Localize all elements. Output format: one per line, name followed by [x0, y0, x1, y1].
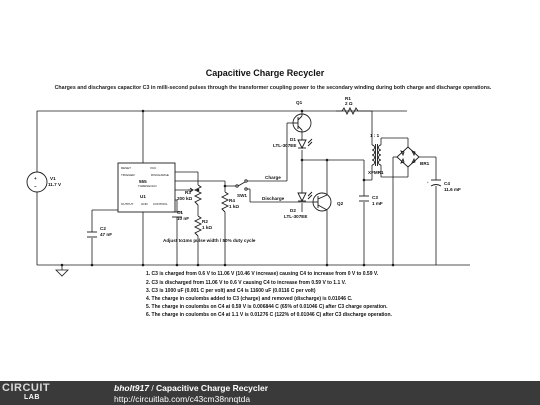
r4-resistor[interactable]: R4 1 kΩ [220, 191, 239, 213]
r1-resistor[interactable]: R1 2 Ω [341, 96, 359, 116]
u1-name: U1 [140, 194, 146, 199]
u1-part: 555 [139, 179, 147, 184]
transistor-icon [292, 113, 312, 133]
c2-value: 47 nF [100, 232, 112, 237]
note-item: 3. C3 is 1000 uF (0.001 C per volt) and … [146, 288, 316, 294]
r1-name: R1 [345, 96, 351, 101]
c4-capacitor[interactable]: + C4 11.6 mF [427, 179, 461, 192]
q2-name: Q2 [337, 201, 344, 206]
pin-output: OUTPUT [121, 202, 134, 206]
c1-name: C1 [177, 210, 183, 215]
sw1-name: SW1 [237, 193, 247, 198]
circuit-title-link[interactable]: Capacitive Charge Recycler [156, 383, 269, 393]
c4-name: C4 [444, 181, 450, 186]
pin-reset: RESET [121, 166, 131, 170]
page-subtitle: Charges and discharges capacitor C3 in m… [55, 85, 492, 91]
r2-value: 1 kΩ [202, 225, 212, 230]
v1-name: V1 [50, 176, 56, 181]
br1-name: BR1 [420, 161, 430, 166]
xfmr1-transformer[interactable]: 1 : 1 XFMR1 [368, 133, 384, 175]
c2-name: C2 [100, 226, 106, 231]
d2-name: D2 [290, 208, 296, 213]
note-item: 4. The charge in coulombs added to C3 (c… [146, 296, 353, 302]
footer-separator: / [148, 383, 157, 393]
transistor-icon [312, 192, 332, 212]
pin-trigger: TRIGGER [121, 173, 136, 177]
r1-value: 2 Ω [345, 101, 353, 106]
xfmr1-name: XFMR1 [368, 170, 384, 175]
r2-name: R2 [202, 219, 208, 224]
c1-capacitor[interactable]: C1 10 nF [172, 210, 189, 221]
c2-capacitor[interactable]: C2 47 nF [87, 226, 112, 238]
wires [36, 110, 470, 277]
note-item: 5. The charge in coulombs on C4 at 0.59 … [146, 304, 388, 310]
voltage-source-icon [26, 171, 48, 193]
notes-list: 1. C3 is charged from 0.6 V to 11.06 V (… [146, 271, 393, 318]
ic-body [117, 162, 176, 213]
d2-part: LTL-307EE [284, 214, 307, 219]
note-item: 1. C3 is charged from 0.6 V to 11.06 V (… [146, 271, 379, 277]
d1-part: LTL-307EE [273, 143, 296, 148]
r3-potentiometer[interactable]: R3 200 kΩ [177, 184, 203, 206]
xfmr1-ratio: 1 : 1 [370, 133, 380, 138]
r3-value: 200 kΩ [177, 196, 192, 201]
c3-value: 1 mF [372, 201, 383, 206]
footer-bar: CIRCUIT LAB bholt917 / Capacitive Charge… [0, 381, 540, 405]
note-item: 2. C3 is discharged from 11.06 V to 0.6 … [146, 280, 347, 286]
adjust-note: Adjust to1ms pulse width / 50% duty cycl… [163, 238, 256, 243]
c3-capacitor[interactable]: C3 1 mF [359, 195, 383, 206]
svg-text:+: + [427, 180, 429, 184]
pin-gnd: GND [141, 202, 149, 206]
pin-control: CONTROL [153, 202, 168, 206]
logo-text-bottom: LAB [24, 394, 40, 401]
v1-value: 11.7 V [48, 182, 62, 187]
svg-text:+: + [34, 176, 37, 181]
junction-dots [60, 109, 395, 267]
br1-bridge-rectifier[interactable]: BR1 [396, 146, 430, 168]
logo-text-top: CIRCUIT [2, 382, 51, 394]
q1-transistor[interactable]: Q1 [292, 100, 312, 133]
pin-threshold: THRESHOLD [138, 184, 157, 188]
page-title: Capacitive Charge Recycler [206, 68, 325, 78]
sw1-switch[interactable]: SW1 [235, 179, 248, 198]
pin-vcc: VCC [150, 166, 157, 170]
u1-555-timer[interactable]: RESET VCC TRIGGER DISCHARGE THRESHOLD OU… [117, 162, 176, 213]
discharge-label: Discharge [262, 196, 285, 201]
charge-label: Charge [265, 175, 281, 180]
r2-resistor[interactable]: R2 1 kΩ [193, 215, 212, 237]
note-item: 6. The charge in coulombs on C4 at 1.1 V… [146, 312, 393, 318]
pin-discharge: DISCHARGE [151, 173, 169, 177]
v1-source[interactable]: + − V1 11.7 V [26, 171, 62, 193]
d1-name: D1 [290, 137, 296, 142]
footer-title-line: bholt917 / Capacitive Charge Recycler [114, 383, 268, 393]
r4-name: R4 [229, 198, 235, 203]
c4-value: 11.6 mF [444, 187, 461, 192]
d2-led[interactable]: D2 LTL-307EE [284, 191, 313, 219]
bridge-icon [396, 146, 420, 168]
author-link[interactable]: bholt917 [114, 383, 149, 393]
c1-value: 10 nF [177, 216, 189, 221]
d1-led[interactable]: D1 LTL-307EE [273, 137, 313, 150]
q2-transistor[interactable]: Q2 [312, 192, 344, 212]
svg-text:−: − [34, 184, 37, 189]
c3-name: C3 [372, 195, 378, 200]
r3-name: R3 [185, 190, 191, 195]
circuit-url-link[interactable]: http://circuitlab.com/c43cm38nnqtda [114, 394, 251, 404]
q1-name: Q1 [296, 100, 303, 105]
r4-value: 1 kΩ [229, 204, 239, 209]
